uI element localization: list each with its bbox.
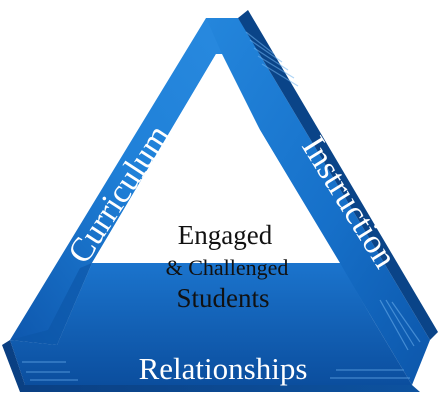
right-bar bbox=[206, 18, 430, 385]
triangle-frame bbox=[2, 10, 438, 392]
center-line-challenged: & Challenged bbox=[166, 255, 289, 280]
bottom-bar-edge bbox=[2, 340, 420, 392]
label-relationships: Relationships bbox=[139, 351, 308, 386]
left-bar bbox=[10, 18, 262, 345]
center-line-students: Students bbox=[176, 283, 269, 313]
bottom-bar bbox=[10, 263, 412, 385]
center-triangle-fill bbox=[150, 112, 320, 262]
stripe-highlights bbox=[22, 31, 421, 381]
right-bar-edge bbox=[238, 10, 438, 340]
center-line-engaged: Engaged bbox=[178, 220, 273, 250]
corner-shade bbox=[10, 263, 92, 345]
